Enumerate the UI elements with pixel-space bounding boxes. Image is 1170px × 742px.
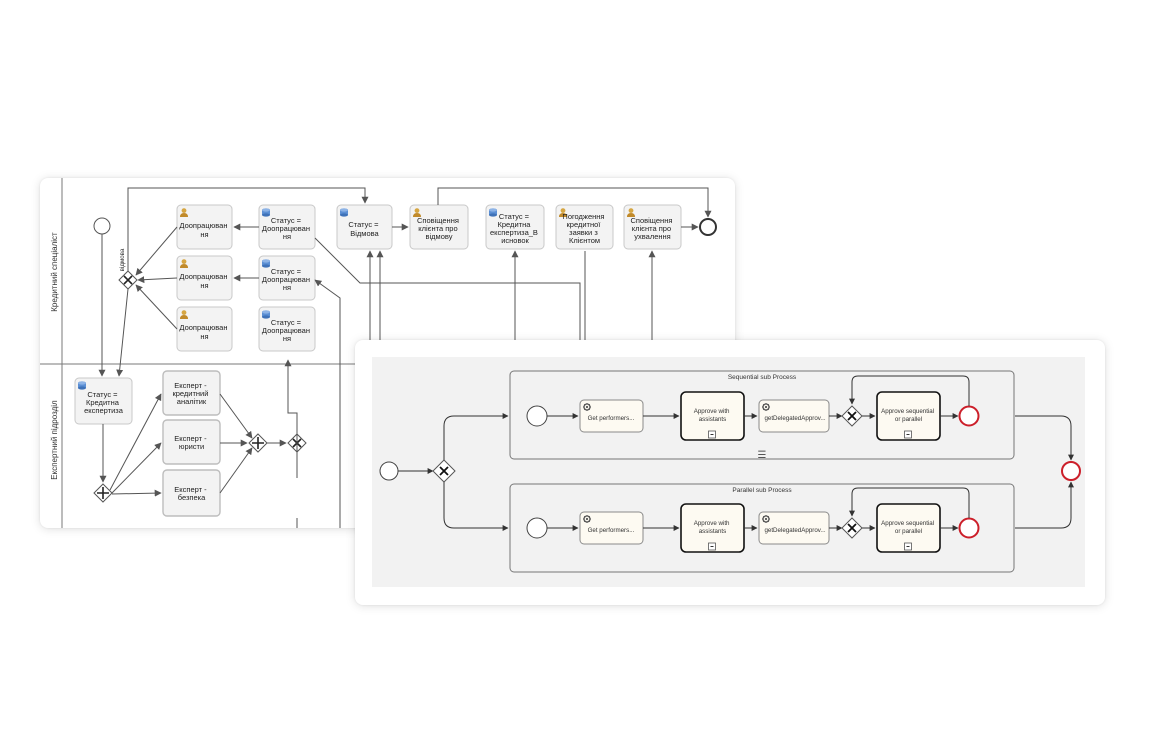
svg-text:Статус = Кредитна: Статус = Кредитна експертиза_В исновок xyxy=(490,212,540,245)
task-status-vidmova[interactable]: Статус = Відмова xyxy=(336,204,393,250)
par-approve-sequential-parallel-task[interactable]: Approve sequential or parallel xyxy=(876,503,941,553)
credit-process-canvas: Кредитний спеціаліст Експертний підрозді… xyxy=(40,178,735,528)
svg-text:Get performers...: Get performers... xyxy=(588,527,635,534)
svg-text:Сповіщення клієнта про: Сповіщення клієнта про ухвалення xyxy=(631,216,675,241)
task-expert-lawyers[interactable]: Експерт - юристи xyxy=(162,419,221,465)
parallel-gateway-split xyxy=(93,483,113,503)
flow-label-refusal: відмова xyxy=(119,248,126,271)
svg-text:Погодження кредитної: Погодження кредитної заявки з Клієнтом xyxy=(562,212,606,245)
seq-start-event xyxy=(526,405,548,427)
task-dopratsiuvannia-1[interactable]: Доопрацюван ня xyxy=(176,204,233,250)
svg-text:Approve sequential or pa: Approve sequential or parallel xyxy=(881,520,936,535)
main-end-event xyxy=(1061,461,1081,481)
par-start-event xyxy=(526,517,548,539)
svg-text:Доопрацюван ня: Доопрацюван ня xyxy=(179,272,229,290)
subprocess-canvas: Sequential sub Process Get performers...… xyxy=(372,357,1085,587)
svg-text:Експерт - юристи: Експерт - юристи xyxy=(174,434,208,451)
main-exclusive-gateway xyxy=(432,459,456,483)
svg-text:Експерт - кредитний: Експерт - кредитний аналітик xyxy=(172,381,210,406)
main-start-event xyxy=(379,461,399,481)
lane-label-credit-specialist: Кредитний спеціаліст xyxy=(50,232,59,312)
svg-text:Статус = Відмова: Статус = Відмова xyxy=(348,220,380,238)
end-event xyxy=(699,218,717,236)
svg-text:Approve with assistants: Approve with assistants xyxy=(694,408,732,423)
lane-label-expert-department: Експертний підрозділ xyxy=(50,400,59,480)
task-status-dopratsiuvannia-3[interactable]: Статус = Доопрацюван ня xyxy=(258,306,316,352)
task-status-credit-expertise[interactable]: Статус = Кредитна експертиза xyxy=(74,377,133,425)
menu-icon[interactable]: ☰ xyxy=(758,450,767,461)
svg-text:Доопрацюван ня: Доопрацюван ня xyxy=(179,221,229,239)
svg-text:Сповіщення клієнта про: Сповіщення клієнта про відмову xyxy=(417,216,461,241)
task-expert-credit-analyst[interactable]: Експерт - кредитний аналітик xyxy=(162,370,221,416)
task-agree-application-with-client[interactable]: Погодження кредитної заявки з Клієнтом xyxy=(555,204,614,250)
task-notify-refusal[interactable]: Сповіщення клієнта про відмову xyxy=(409,204,469,250)
parallel-gateway-join xyxy=(248,433,268,453)
svg-text:Approve sequential or pa: Approve sequential or parallel xyxy=(881,408,936,423)
seq-get-delegated-approvers-task[interactable]: getDelegatedApprov... xyxy=(758,399,830,433)
svg-text:Статус = Доопрацюван: Статус = Доопрацюван ня xyxy=(262,216,312,241)
exclusive-gateway-refusal xyxy=(118,270,138,290)
start-event xyxy=(93,217,111,235)
par-approve-with-assistants-task[interactable]: Approve with assistants xyxy=(680,503,745,553)
seq-approve-with-assistants-task[interactable]: Approve with assistants xyxy=(680,391,745,441)
svg-text:Sequential sub Process: Sequential sub Process xyxy=(728,374,797,381)
svg-text:getDelegatedApprov...: getDelegatedApprov... xyxy=(764,527,825,534)
svg-text:Доопрацюван ня: Доопрацюван ня xyxy=(179,323,229,341)
svg-text:Експерт - безпека: Експерт - безпека xyxy=(174,485,208,502)
par-get-performers-task[interactable]: Get performers... xyxy=(579,511,644,545)
par-end-event xyxy=(958,517,980,539)
svg-text:Get performers...: Get performers... xyxy=(588,415,635,422)
seq-exclusive-gateway xyxy=(841,405,863,427)
seq-approve-sequential-parallel-task[interactable]: Approve sequential or parallel xyxy=(876,391,941,441)
task-status-credit-expertise-conclusion[interactable]: Статус = Кредитна експертиза_В исновок xyxy=(485,204,545,250)
task-notify-approval[interactable]: Сповіщення клієнта про ухвалення xyxy=(623,204,682,250)
svg-text:Статус = Доопрацюван: Статус = Доопрацюван ня xyxy=(262,318,312,343)
task-dopratsiuvannia-3[interactable]: Доопрацюван ня xyxy=(176,306,233,352)
task-dopratsiuvannia-2[interactable]: Доопрацюван ня xyxy=(176,255,233,301)
svg-text:Parallel sub Process: Parallel sub Process xyxy=(732,487,792,494)
svg-text:getDelegatedApprov...: getDelegatedApprov... xyxy=(764,415,825,422)
svg-text:Статус = Доопрацюван: Статус = Доопрацюван ня xyxy=(262,267,312,292)
svg-text:Статус = Кредитна: Статус = Кредитна експертиза xyxy=(84,390,124,415)
svg-text:Approve with assistants: Approve with assistants xyxy=(694,520,732,535)
seq-end-event xyxy=(958,405,980,427)
subprocess-diagram-card: Sequential sub Process Get performers...… xyxy=(355,340,1105,605)
task-status-dopratsiuvannia-1[interactable]: Статус = Доопрацюван ня xyxy=(258,204,316,250)
seq-get-performers-task[interactable]: Get performers... xyxy=(579,399,644,433)
task-expert-security[interactable]: Експерт - безпека xyxy=(162,469,221,517)
task-status-dopratsiuvannia-2[interactable]: Статус = Доопрацюван ня xyxy=(258,255,316,301)
par-exclusive-gateway xyxy=(841,517,863,539)
par-get-delegated-approvers-task[interactable]: getDelegatedApprov... xyxy=(758,511,830,545)
